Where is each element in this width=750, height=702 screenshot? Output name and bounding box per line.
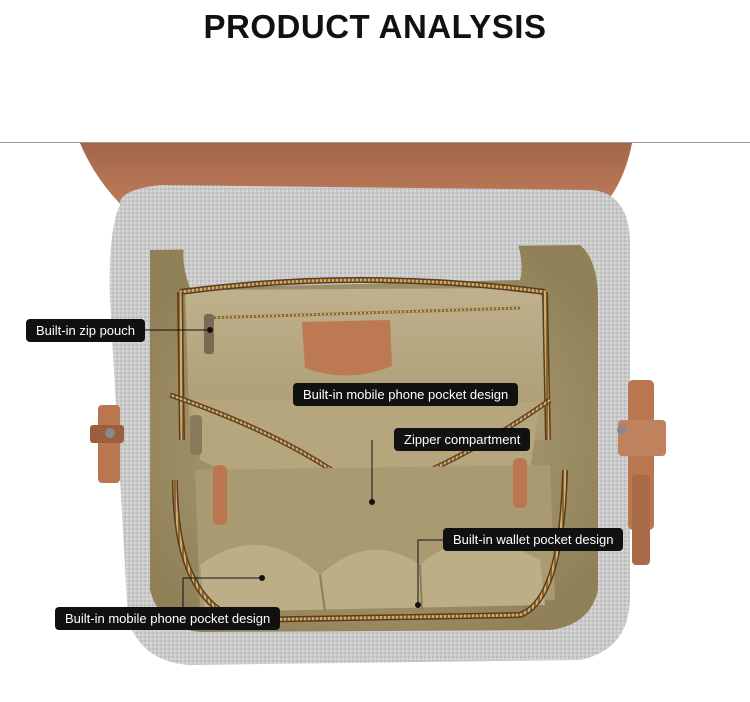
callout-zip-pouch: Built-in zip pouch	[26, 319, 145, 342]
page-title: PRODUCT ANALYSIS	[203, 8, 547, 45]
header-divider	[0, 142, 750, 143]
callout-zipper-compartment: Zipper compartment	[394, 428, 531, 451]
callout-wallet-pocket: Built-in wallet pocket design	[443, 528, 624, 551]
callout-mobile-phone-pocket-bottom: Built-in mobile phone pocket design	[55, 607, 281, 630]
callout-mobile-phone-pocket-top: Built-in mobile phone pocket design	[293, 383, 519, 406]
